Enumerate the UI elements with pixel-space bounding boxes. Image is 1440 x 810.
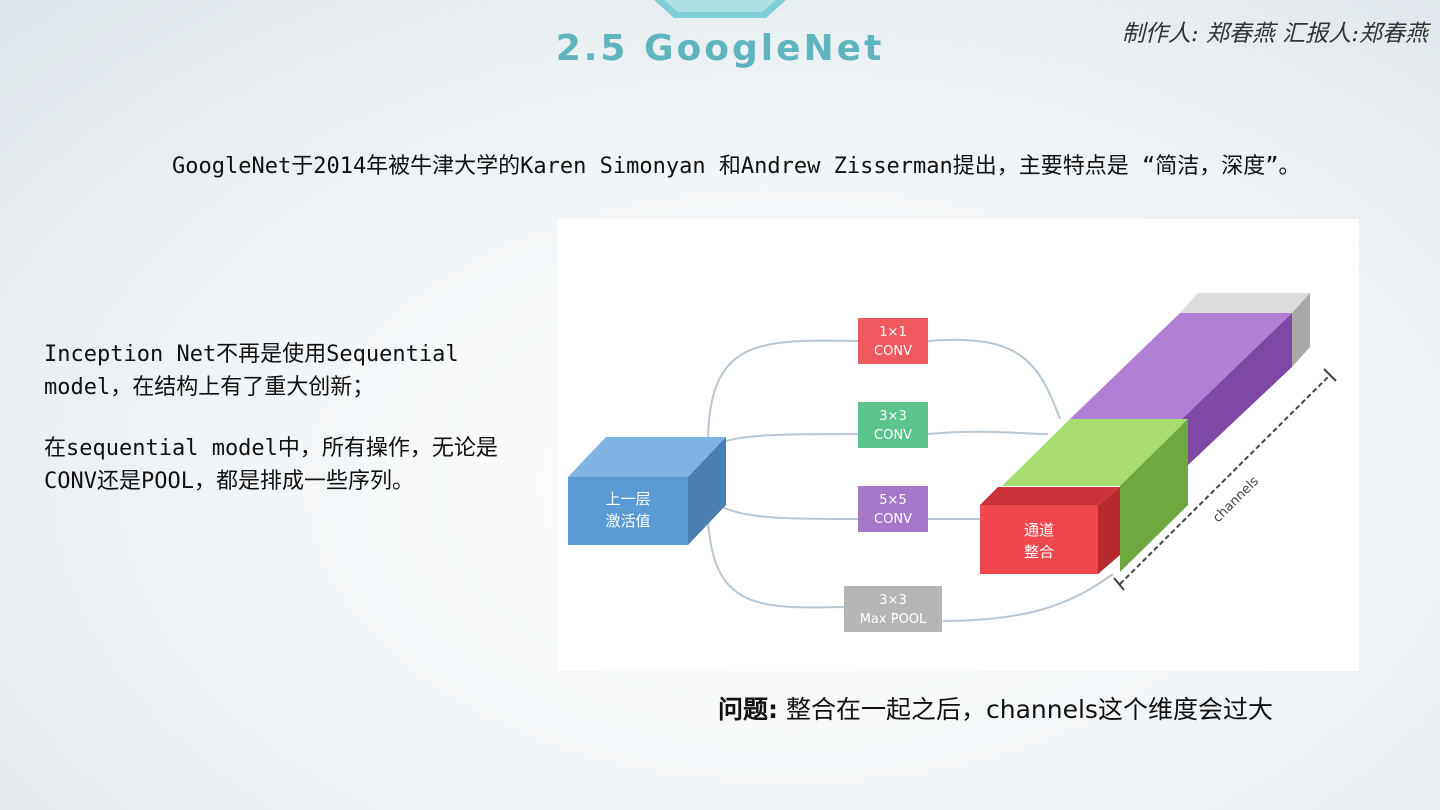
- paragraph-sequential: 在sequential model中，所有操作，无论是CONV还是POOL，都是…: [44, 436, 498, 494]
- intro-paragraph: GoogleNet于2014年被牛津大学的Karen Simonyan 和And…: [172, 154, 1301, 179]
- header-tab-decoration: [654, 0, 786, 18]
- svg-text:CONV: CONV: [874, 512, 912, 527]
- problem-text: 整合在一起之后，channels这个维度会过大: [786, 695, 1273, 724]
- op-5x5-conv: 5×5 CONV: [858, 486, 928, 532]
- problem-label: 问题:: [718, 695, 778, 724]
- curve-input-to-pool: [707, 518, 845, 609]
- op-3x3-max-pool: 3×3 Max POOL: [844, 586, 942, 632]
- svg-text:CONV: CONV: [874, 344, 912, 359]
- input-label-line2: 激活值: [605, 512, 650, 530]
- curve-input-to-3x3: [717, 433, 859, 445]
- svg-text:3×3: 3×3: [879, 593, 906, 608]
- output-label-line2: 整合: [1024, 543, 1054, 561]
- svg-text:5×5: 5×5: [879, 493, 906, 508]
- svg-text:Max POOL: Max POOL: [860, 612, 927, 627]
- curve-input-to-1x1: [707, 339, 859, 445]
- connection-curves: [707, 338, 1114, 622]
- author-credits: 制作人: 郑春燕 汇报人:郑春燕: [1121, 21, 1428, 47]
- op-1x1-conv: 1×1 CONV: [858, 318, 928, 364]
- svg-text:3×3: 3×3: [879, 409, 906, 424]
- channel-concat-stack: 通道 整合: [980, 293, 1310, 574]
- output-label-line1: 通道: [1024, 521, 1054, 539]
- input-label-line1: 上一层: [605, 490, 650, 508]
- curve-3x3-to-out: [927, 430, 1049, 435]
- paragraph-inception: Inception Net不再是使用Sequential model，在结构上有…: [44, 342, 459, 400]
- curve-1x1-to-out: [927, 338, 1061, 420]
- left-text-block: Inception Net不再是使用Sequential model，在结构上有…: [44, 338, 544, 526]
- curve-input-to-5x5: [717, 503, 859, 520]
- svg-text:1×1: 1×1: [879, 325, 906, 340]
- op-3x3-conv: 3×3 CONV: [858, 402, 928, 448]
- curve-pool-to-out: [942, 573, 1114, 622]
- page-title: 2.5 GoogleNet: [555, 28, 885, 69]
- problem-statement: 问题: 整合在一起之后，channels这个维度会过大: [718, 690, 1273, 726]
- input-activation-block: 上一层 激活值: [568, 437, 726, 545]
- svg-text:CONV: CONV: [874, 428, 912, 443]
- channels-label: channels: [1210, 474, 1262, 526]
- inception-diagram-svg: 上一层 激活值 1×1 CONV 3×3 CONV 5×5 CONV 3×3 M…: [568, 293, 1337, 632]
- inception-diagram: 上一层 激活值 1×1 CONV 3×3 CONV 5×5 CONV 3×3 M…: [558, 219, 1359, 671]
